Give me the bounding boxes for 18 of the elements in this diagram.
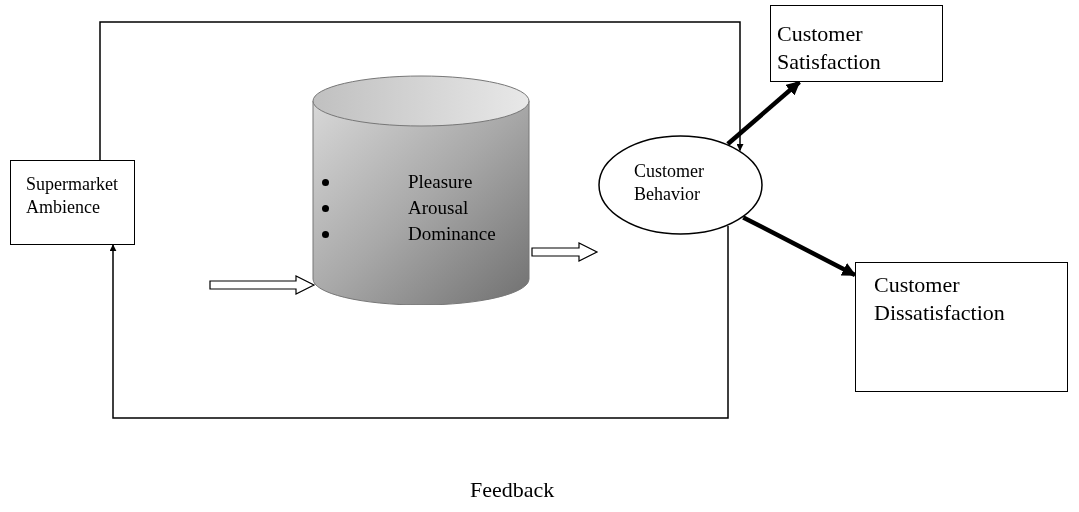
arrow [109, 225, 729, 419]
process-box [770, 5, 943, 82]
thick-arrow [726, 80, 801, 146]
arrow [99, 21, 744, 161]
block-arrow [531, 242, 599, 262]
node-label: Customer Dissatisfaction [874, 271, 1006, 326]
node-label: Supermarket Ambience [26, 173, 119, 218]
caption-text: Feedback [470, 476, 555, 504]
node-label: Customer Satisfaction [777, 20, 882, 75]
node-label: Pleasure [408, 170, 474, 194]
process-box [10, 160, 135, 245]
thick-arrow [742, 215, 857, 277]
block-arrow [209, 275, 316, 295]
node-label: Arousal [408, 196, 470, 220]
node-label: Dominance [408, 222, 497, 246]
process-box [855, 262, 1068, 392]
ellipse-node [598, 135, 763, 235]
node-label: Customer Behavior [634, 160, 705, 205]
